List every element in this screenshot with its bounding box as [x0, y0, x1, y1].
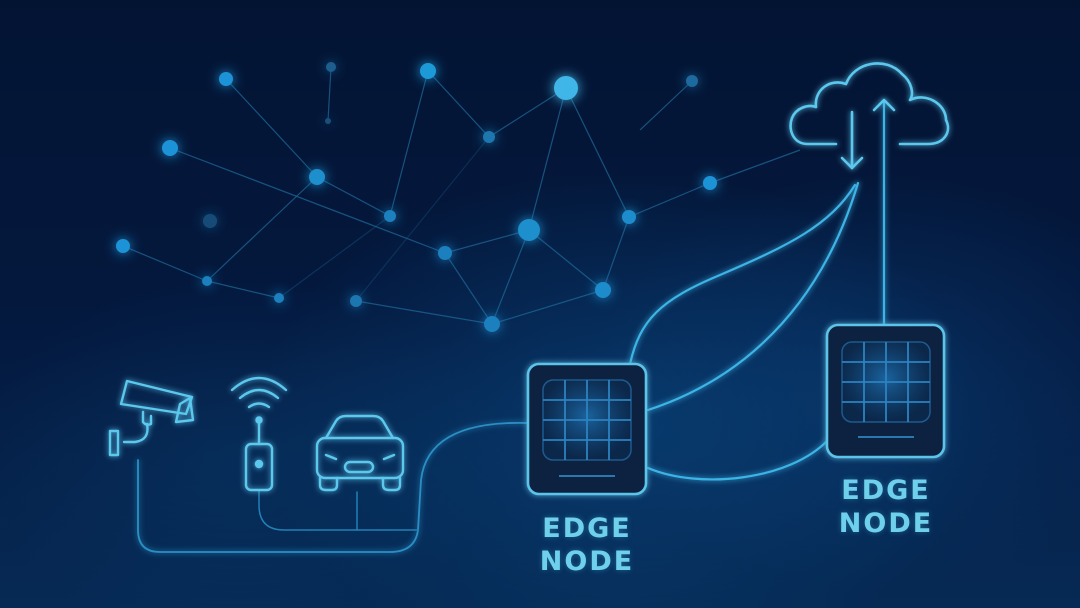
- network-nodes: [116, 62, 717, 332]
- edge-node-right-label: EDGE NODE: [826, 474, 946, 540]
- cloud-upload-download-icon: [789, 62, 950, 170]
- edge-left-downlink-path: [646, 181, 860, 412]
- edge-node-right-label-line2: NODE: [838, 508, 934, 539]
- edge-cloud-connections: [628, 98, 886, 481]
- network-mesh: [122, 66, 801, 325]
- chip-grid-icon: [841, 341, 931, 423]
- edge-node-right-box: [825, 323, 946, 459]
- chip-grid-icon: [542, 379, 632, 461]
- edge-left-uplink-path: [628, 183, 857, 366]
- edge-node-left-label-line1: EDGE: [542, 513, 632, 544]
- device-wiring: [137, 422, 529, 553]
- edge-node-right-label-line1: EDGE: [841, 475, 931, 506]
- edge-to-edge-link: [646, 438, 830, 481]
- cctv-camera-icon: [108, 379, 195, 457]
- edge-node-left-label: EDGE NODE: [527, 512, 647, 578]
- edge-node-left-label-line2: NODE: [539, 546, 635, 577]
- car-icon: [315, 414, 405, 492]
- wifi-sensor-icon: [230, 376, 288, 492]
- edge-node-left-box: [526, 362, 648, 496]
